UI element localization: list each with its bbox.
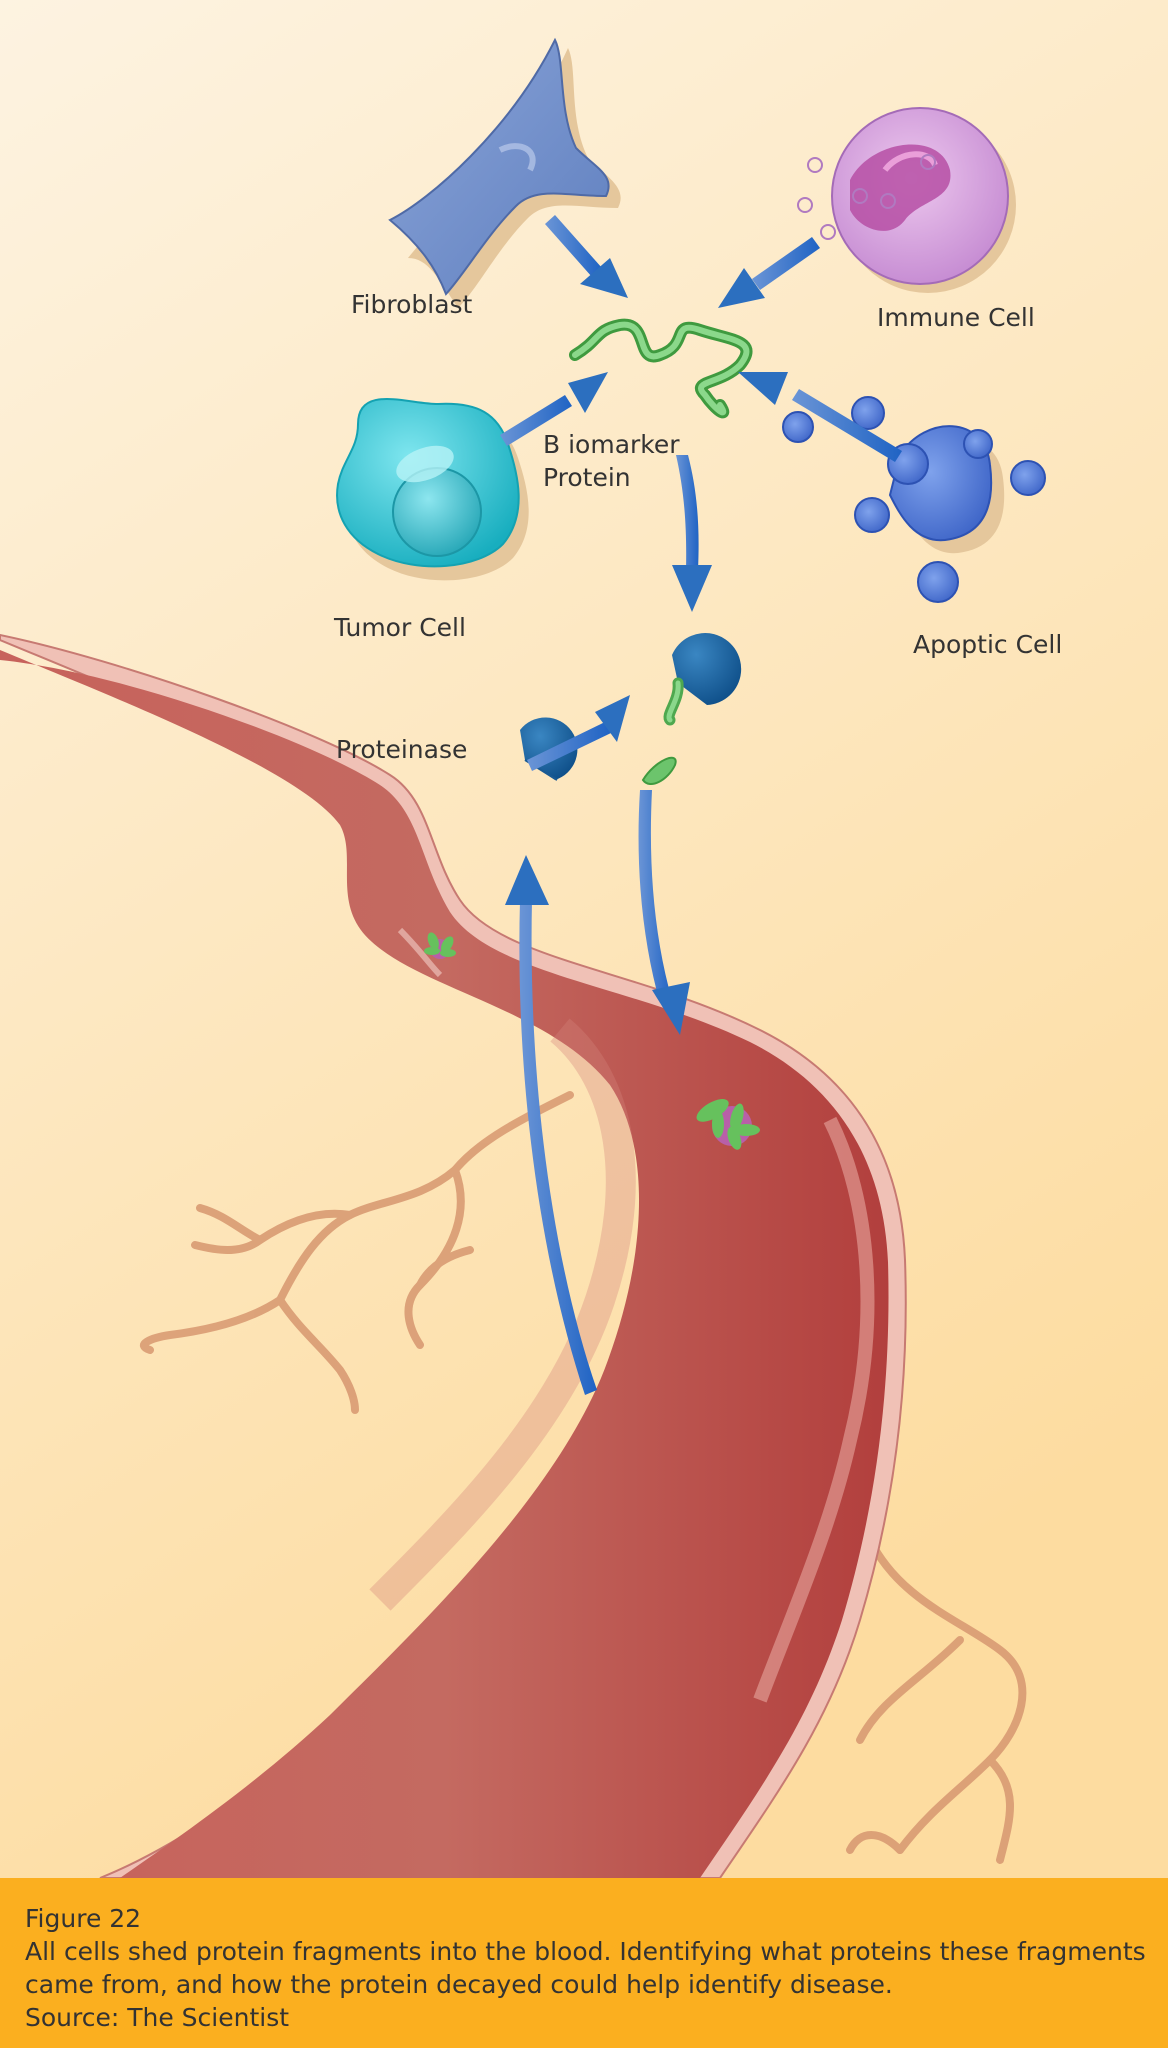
capillary-left	[139, 1091, 574, 1414]
label-apoptic-cell: Apoptic Cell	[913, 630, 1063, 659]
caption-source: Source: The Scientist	[25, 2003, 290, 2032]
proteinase-with-protein	[663, 633, 742, 726]
tumor-cell	[336, 398, 529, 581]
protein-fragment	[641, 756, 677, 785]
vessel-fragment-large	[696, 1099, 760, 1150]
label-tumor-cell: Tumor Cell	[334, 613, 466, 642]
biomarker-protein	[569, 318, 753, 419]
blood-vessel	[0, 633, 907, 1878]
apoptic-cell	[782, 396, 1046, 603]
figure-number: Figure 22	[25, 1904, 142, 1933]
label-immune-cell: Immune Cell	[877, 303, 1035, 332]
diagram-canvas	[0, 0, 1168, 1878]
label-biomarker-protein: B iomarker Protein	[543, 430, 680, 492]
label-fibroblast: Fibroblast	[351, 290, 473, 319]
caption-line-2: came from, and how the protein decayed c…	[25, 1970, 893, 1999]
capillary-right	[846, 1536, 1027, 1864]
arrows	[500, 215, 902, 1395]
immune-cell	[797, 107, 1016, 293]
vessel-fragment-small	[424, 932, 456, 959]
label-proteinase: Proteinase	[336, 735, 468, 764]
fibroblast-cell	[388, 37, 621, 308]
figure-caption: Figure 22 All cells shed protein fragmen…	[0, 1878, 1168, 2048]
caption-line-1: All cells shed protein fragments into th…	[25, 1937, 1146, 1966]
